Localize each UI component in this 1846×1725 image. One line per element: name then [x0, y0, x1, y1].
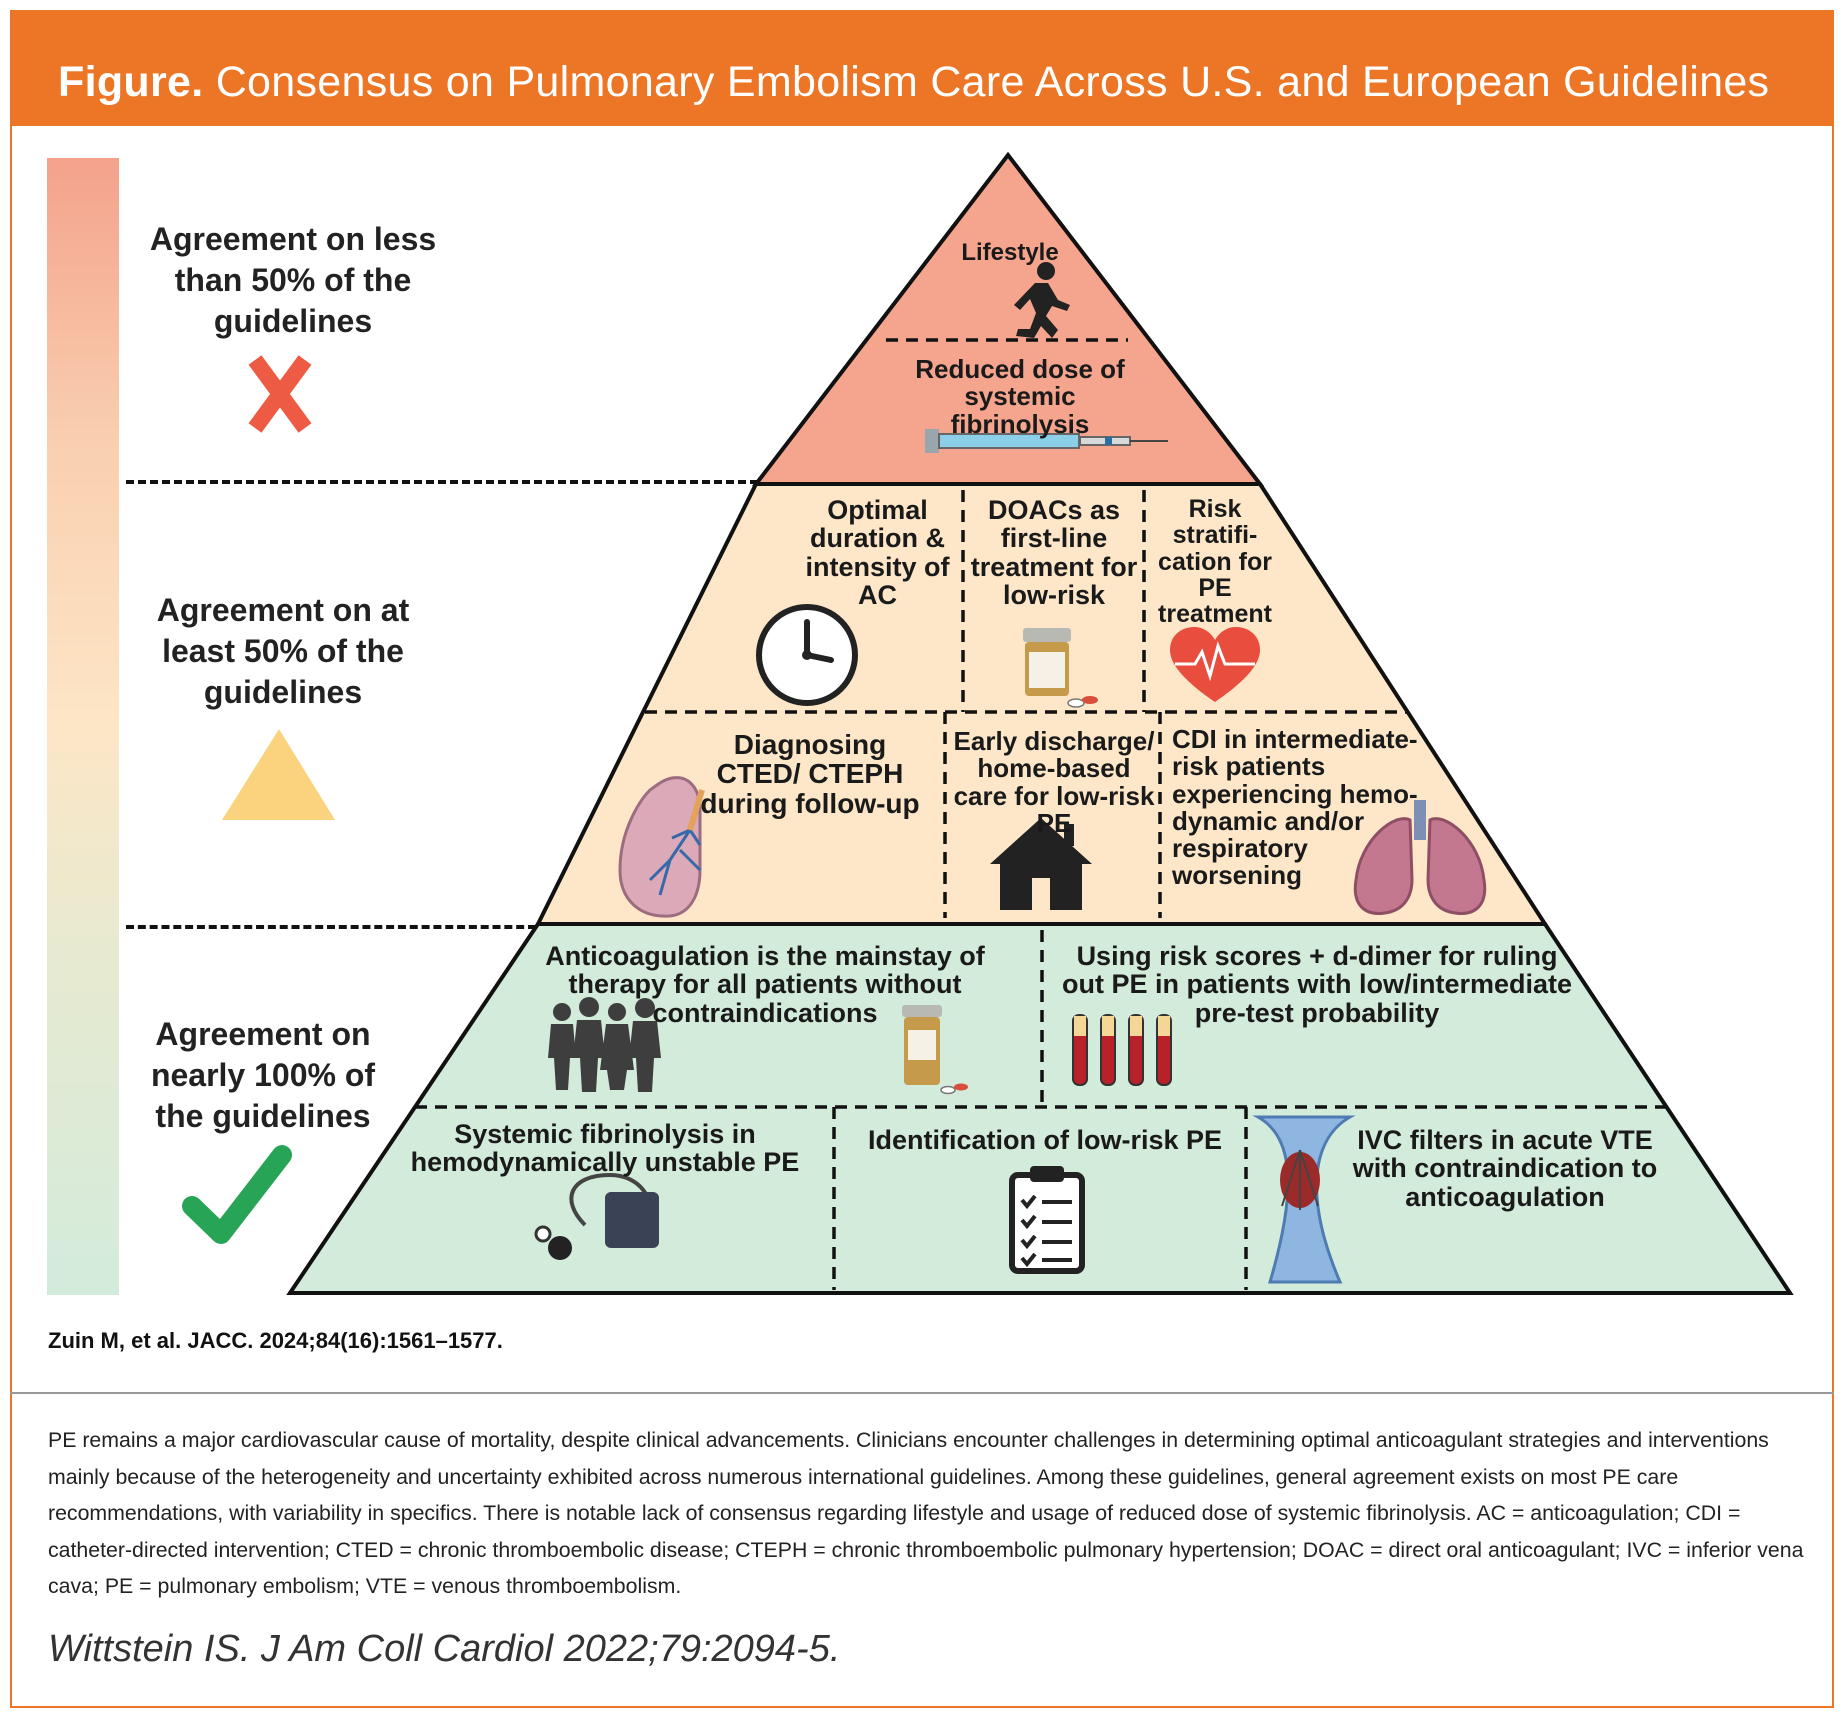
- cell-risk-stratification: Risk stratifi-cation for PE treatment: [1158, 495, 1272, 628]
- level-divider-1: [126, 480, 818, 484]
- pill-bottle-icon: [1023, 628, 1098, 708]
- house-icon: [990, 818, 1092, 910]
- source-reference: Wittstein IS. J Am Coll Cardiol 2022;79:…: [48, 1628, 841, 1670]
- cell-systemic-fibrinolysis-unstable: Systemic fibrinolysis in hemodynamically…: [410, 1119, 800, 1178]
- agreement-gradient-bar: [47, 158, 119, 1295]
- lung-icon: [618, 776, 705, 918]
- syringe-icon: [925, 429, 1168, 453]
- cell-diagnosing-cted: Diagnosing CTED/ CTEPH during follow-up: [700, 729, 920, 819]
- runner-icon: [1014, 262, 1070, 338]
- figure-caption: PE remains a major cardiovascular cause …: [48, 1428, 1804, 1598]
- caption-divider: [10, 1392, 1834, 1394]
- figure-label: Figure.: [58, 58, 204, 106]
- yellow-triangle-icon: [222, 729, 335, 820]
- red-x-icon: [248, 355, 312, 433]
- figure-header: Figure. Consensus on Pulmonary Embolism …: [10, 10, 1834, 126]
- ivc-filter-icon: [1252, 1115, 1356, 1284]
- cell-optimal-duration-ac: Optimal duration & intensity of AC: [805, 495, 950, 611]
- green-check-icon: [182, 1145, 292, 1244]
- cell-risk-scores-ddimer: Using risk scores + d-dimer for ruling o…: [1061, 941, 1573, 1028]
- pyramid-diagram: [182, 151, 1794, 1295]
- cell-ivc-filters: IVC filters in acute VTE with contraindi…: [1352, 1125, 1658, 1212]
- test-tubes-icon: [1072, 1014, 1172, 1086]
- cell-lifestyle: Lifestyle: [961, 239, 1059, 266]
- cell-early-discharge: Early discharge/ home-based care for low…: [953, 726, 1155, 838]
- pill-bottle-small-icon: [902, 1005, 968, 1095]
- level-label-high: Agreement on nearly 100% of the guidelin…: [150, 1016, 376, 1134]
- cell-doacs-first-line: DOACs as first-line treatment for low-ri…: [970, 495, 1138, 611]
- cell-reduced-dose-fibrinolysis: Reduced dose of systemic fibrinolysis: [915, 354, 1125, 439]
- level-divider-2: [126, 925, 536, 929]
- heart-pulse-icon: [1170, 627, 1260, 702]
- cell-cdi-intermediate: CDI in intermediate-risk patients experi…: [1172, 724, 1418, 891]
- figure-citation: Zuin M, et al. JACC. 2024;84(16):1561–15…: [48, 1328, 503, 1353]
- people-icon: [548, 997, 661, 1092]
- figure-title: Figure. Consensus on Pulmonary Embolism …: [58, 58, 1834, 107]
- clock-icon: [756, 604, 858, 706]
- figure-title-text: Consensus on Pulmonary Embolism Care Acr…: [215, 58, 1770, 106]
- cell-identification-low-risk: Identification of low-risk PE: [867, 1125, 1223, 1155]
- blood-pressure-cuff-icon: [534, 1172, 659, 1260]
- level-label-low: Agreement on less than 50% of the guidel…: [149, 221, 437, 339]
- cell-anticoagulation-mainstay: Anticoagulation is the mainstay of thera…: [545, 941, 985, 1028]
- level-label-mid: Agreement on at least 50% of the guideli…: [156, 592, 410, 710]
- clipboard-icon: [1009, 1166, 1085, 1274]
- lungs-icon: [1353, 800, 1487, 915]
